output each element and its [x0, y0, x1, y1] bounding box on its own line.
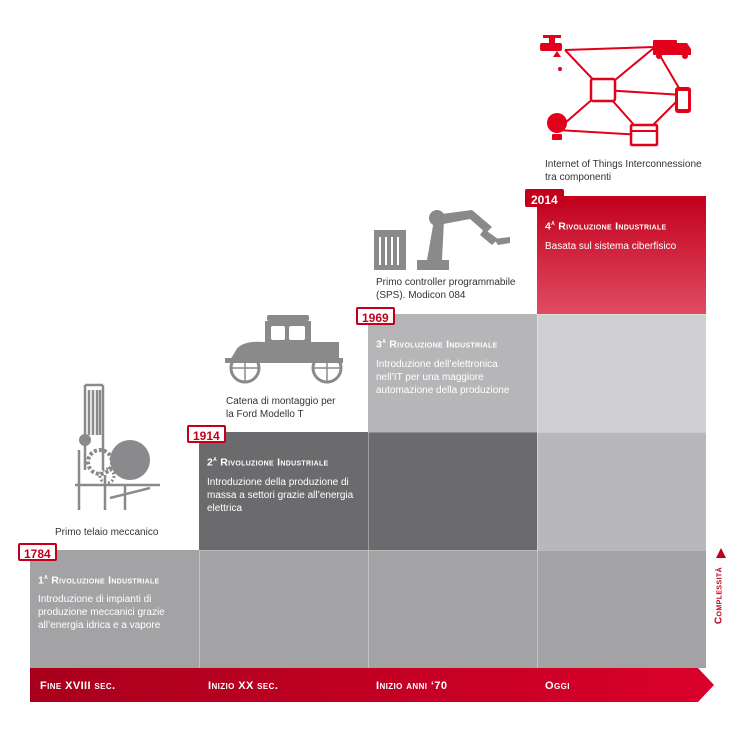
era-label-2: Inizio XX sec.	[208, 680, 279, 692]
year-badge-2014: 2014	[525, 189, 564, 207]
caption-iot: Internet of Things Interconnessione tra …	[545, 159, 702, 183]
revolution-2-description: Introduzione della produzione di massa a…	[207, 477, 354, 514]
caption-controller: Primo controller programmabile (SPS). Mo…	[376, 277, 516, 301]
year-badge-1969: 1969	[356, 307, 395, 325]
era-label-4: Oggi	[545, 680, 570, 692]
step-2	[199, 432, 368, 668]
robot-arm-icon	[374, 210, 510, 270]
revolution-4-title: 4a Rivoluzione Industriale	[545, 220, 667, 233]
revolution-3-title: 3a Rivoluzione Industriale	[376, 338, 498, 351]
revolution-4-description: Basata sul sistema ciberfisico	[545, 241, 677, 252]
iot-network-icon	[540, 35, 691, 147]
divider	[199, 550, 706, 551]
timeline-bar	[30, 668, 698, 702]
ford-car-icon	[225, 315, 343, 384]
step-4	[537, 196, 706, 668]
complexity-axis-label: Complessità	[713, 566, 725, 625]
timeline-arrow-icon	[698, 668, 714, 702]
revolution-3-description: Introduzione dell’elettronica nell’IT pe…	[376, 359, 510, 396]
step-3	[368, 314, 537, 668]
revolution-1-title: 1a Rivoluzione Industriale	[38, 574, 160, 587]
year-badge-1914: 1914	[187, 425, 226, 443]
era-label-1: Fine XVIII sec.	[40, 680, 116, 692]
era-label-3: Inizio anni ‘70	[376, 680, 448, 692]
year-badge-1784: 1784	[18, 543, 57, 561]
caption-loom: Primo telaio meccanico	[55, 527, 159, 538]
step-1	[30, 550, 199, 668]
loom-icon	[75, 383, 160, 510]
revolution-1-description: Introduzione di impianti di produzione m…	[38, 594, 165, 631]
divider	[368, 432, 369, 668]
caption-ford: Catena di montaggio per la Ford Modello …	[226, 396, 336, 420]
complexity-arrow-icon	[716, 548, 726, 558]
divider	[199, 550, 200, 668]
divider	[537, 314, 706, 315]
divider	[537, 314, 538, 668]
revolution-2-title: 2a Rivoluzione Industriale	[207, 456, 329, 469]
divider	[368, 432, 706, 433]
